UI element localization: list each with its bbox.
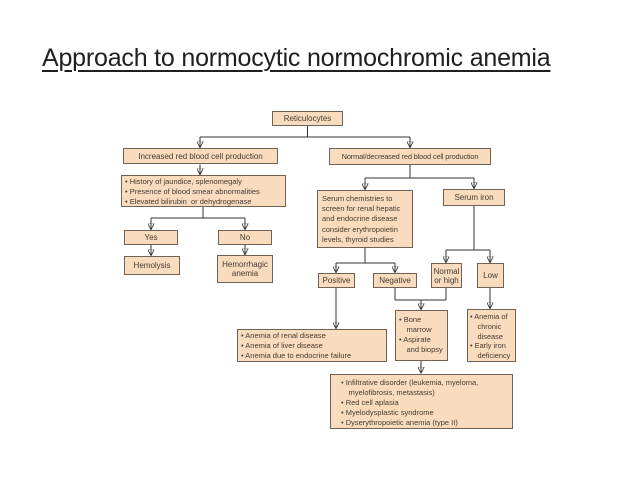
bullet-line: • Anemia of liver disease bbox=[241, 340, 323, 350]
node-label: Normal or high bbox=[433, 266, 460, 285]
bullet-line: • Aspirate bbox=[399, 335, 431, 344]
node-label: Negative bbox=[379, 276, 411, 285]
bullet-line: • Anemia of renal disease bbox=[241, 331, 326, 340]
bullet-line: • Anemia of bbox=[470, 312, 508, 321]
bullet-line: • Red cell aplasia bbox=[341, 398, 399, 407]
node-no: No bbox=[218, 230, 272, 245]
node-serum-iron: Serum iron bbox=[443, 189, 505, 206]
node-label: Yes bbox=[144, 233, 158, 242]
node-normal-decreased-production: Normal/decreased red blood cell producti… bbox=[329, 148, 491, 165]
page-title: Approach to normocytic normochromic anem… bbox=[42, 44, 551, 72]
node-label: Serum iron bbox=[454, 193, 494, 202]
text-line: and endocrine disease bbox=[322, 214, 398, 224]
text-line: consider erythropoietin bbox=[322, 224, 398, 234]
text-line: screen for renal hepatic bbox=[322, 204, 401, 214]
connector-normal-decreased-split bbox=[365, 165, 474, 179]
bullet-line: deficiency bbox=[477, 351, 511, 361]
node-label: Positive bbox=[322, 276, 351, 285]
bullet-line: • Dyserythropoietic anemia (type II) bbox=[341, 418, 458, 427]
node-label: No bbox=[239, 233, 251, 242]
text-line: levels, thyroid studies bbox=[322, 234, 394, 244]
connector-serum-chem-split bbox=[336, 248, 395, 264]
node-label: Hemorrhagic anemia bbox=[222, 260, 268, 278]
bullet-line: • Elevated bilirubin or dehydrogenase bbox=[125, 196, 252, 206]
connector-serum-iron-split bbox=[446, 206, 490, 251]
node-reticulocytes: Reticulocytes bbox=[272, 111, 343, 126]
text-line: Serum chemistries to bbox=[322, 194, 393, 203]
bullet-line: • Anemia due to endocrine failure bbox=[241, 350, 352, 360]
connector-negative-normal-merge bbox=[394, 288, 447, 301]
node-hemorrhagic-anemia: Hemorrhagic anemia bbox=[217, 255, 273, 283]
node-label: Low bbox=[483, 271, 498, 280]
node-bone-marrow: • Bone marrow • Aspirate and biopsy bbox=[395, 310, 448, 361]
connector-reticulocytes-split bbox=[200, 126, 410, 138]
bullet-line: disease bbox=[477, 331, 503, 341]
bullet-line: • Myelodysplastic syndrome bbox=[341, 408, 434, 417]
bullet-line: • Presence of blood smear abnormalities bbox=[125, 186, 260, 196]
node-label: Reticulocytes bbox=[283, 114, 332, 123]
node-label: Increased red blood cell production bbox=[138, 151, 263, 161]
node-increased-production: Increased red blood cell production bbox=[123, 148, 278, 164]
node-serum-chemistries: Serum chemistries to screen for renal he… bbox=[317, 190, 413, 248]
bullet-line: • Infiltrative disorder (leukemia, myelo… bbox=[341, 378, 479, 387]
node-hemolysis: Hemolysis bbox=[124, 256, 180, 275]
bullet-line: • Early iron bbox=[470, 341, 506, 351]
bullet-line: marrow bbox=[406, 325, 432, 334]
node-negative: Negative bbox=[373, 273, 417, 288]
node-label: Hemolysis bbox=[133, 261, 171, 270]
bullet-line: • Bone bbox=[399, 315, 422, 324]
node-label: Normal/decreased red blood cell producti… bbox=[341, 152, 479, 161]
node-renal-liver-endocrine: • Anemia of renal disease • Anemia of li… bbox=[237, 329, 387, 362]
node-positive: Positive bbox=[318, 273, 355, 288]
bullet-line: and biopsy bbox=[406, 345, 443, 354]
node-chronic-disease: • Anemia of chronic disease • Early iron… bbox=[467, 309, 516, 362]
node-yes: Yes bbox=[124, 230, 178, 245]
node-history-findings: • History of jaundice, splenomegaly • Pr… bbox=[121, 175, 286, 207]
node-normal-or-high: Normal or high bbox=[431, 263, 462, 288]
bullet-line: myelofibrosis, metastasis) bbox=[348, 388, 435, 397]
node-infiltrative-disorders: • Infiltrative disorder (leukemia, myelo… bbox=[330, 374, 513, 429]
node-low: Low bbox=[477, 263, 504, 288]
connector-history-split bbox=[151, 207, 245, 219]
bullet-line: chronic bbox=[477, 321, 502, 331]
bullet-line: • History of jaundice, splenomegaly bbox=[125, 177, 242, 186]
